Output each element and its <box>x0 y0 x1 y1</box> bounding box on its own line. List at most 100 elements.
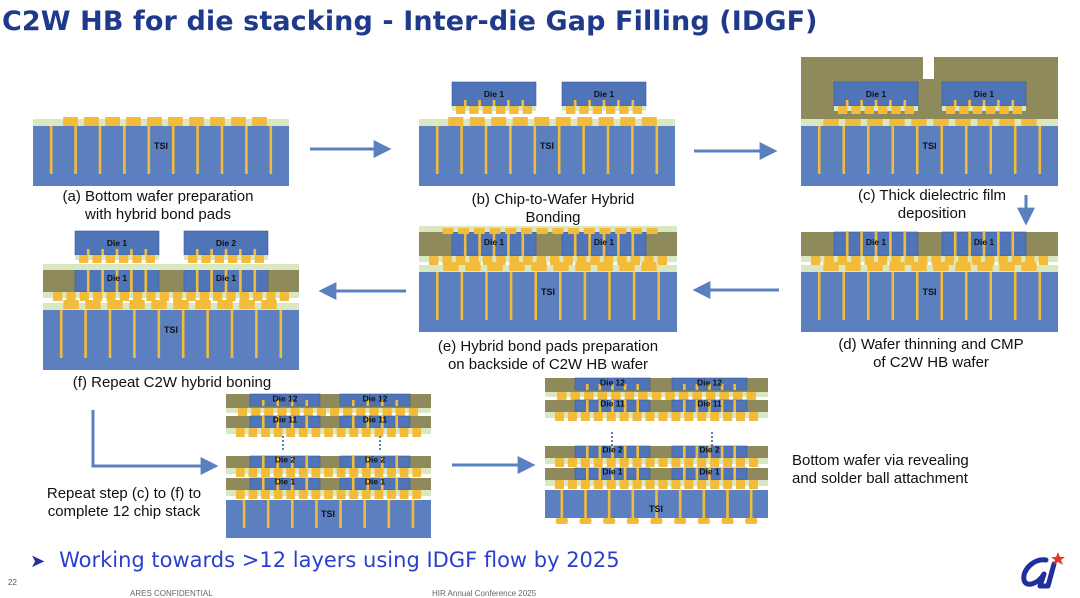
bond-pad <box>387 428 396 437</box>
tsv-via <box>602 232 606 256</box>
bond-pad <box>241 255 251 263</box>
tsv-via <box>86 268 90 292</box>
tsv-via <box>460 126 463 174</box>
tsv-via <box>133 310 136 358</box>
caption-c: (c) Thick dielectric film <box>858 187 1006 204</box>
bond-pad <box>619 262 635 271</box>
solder-ball <box>555 518 568 524</box>
tsi-label: TSI <box>649 504 663 514</box>
bond-pad <box>955 262 971 271</box>
tsv-via <box>98 126 102 174</box>
die-label: Die 1 <box>974 237 995 247</box>
tsv-via <box>611 384 614 390</box>
die-bond-layer <box>452 106 536 111</box>
bond-pad <box>369 408 379 416</box>
logo-icon <box>1021 552 1065 589</box>
tsi-substrate <box>43 310 299 370</box>
tier-bond-layer <box>419 256 677 262</box>
bond-pad <box>619 412 629 421</box>
bond-pad <box>119 292 129 301</box>
tsv-via <box>463 232 467 256</box>
bond-pad <box>261 428 270 437</box>
tsv-via <box>617 100 620 106</box>
bond-pad <box>746 392 756 400</box>
tsv-via <box>351 456 355 468</box>
tsv-via <box>86 249 90 255</box>
bond-pad <box>298 428 308 437</box>
tsv-via <box>380 456 384 468</box>
bond-pad <box>678 392 689 400</box>
tsv-via <box>720 468 724 480</box>
tsv-via <box>598 446 602 458</box>
bond-pad <box>226 292 236 301</box>
tsv-via <box>632 272 636 320</box>
tsv-via <box>245 126 248 174</box>
die-label: Die 2 <box>699 445 720 455</box>
bond-pad <box>736 458 746 467</box>
bond-pad <box>489 228 501 234</box>
bond-pad <box>632 480 642 489</box>
tsv-via <box>982 100 986 106</box>
bond-pad <box>619 106 629 114</box>
tsv-via <box>266 500 270 528</box>
bond-pad <box>443 262 459 271</box>
bond-pad <box>671 458 681 467</box>
bond-pad <box>624 392 635 400</box>
tsv-via <box>291 500 294 528</box>
tsv-via <box>683 446 686 458</box>
bond-pad <box>189 117 204 126</box>
bond-pad <box>491 117 507 126</box>
bond-pad <box>838 106 848 114</box>
bond-pad <box>959 106 969 114</box>
bond-pad <box>877 256 888 265</box>
tsv-via <box>130 268 133 292</box>
bond-pad <box>303 408 313 416</box>
tsv-via <box>657 272 660 320</box>
tsv-via <box>115 268 119 292</box>
die-label: Die 11 <box>697 399 722 409</box>
tsi-substrate <box>801 126 1058 186</box>
footer-conference: HIR Annual Conference 2025 <box>432 589 537 598</box>
tsv-via <box>678 490 682 518</box>
tsv-via <box>733 384 736 390</box>
bond-pad <box>106 292 116 301</box>
tsv-via <box>586 400 589 412</box>
tsv-via <box>276 416 280 428</box>
bond-pad <box>261 468 270 477</box>
bond-pad <box>534 117 550 126</box>
bond-pad <box>199 292 209 301</box>
bond-pad <box>584 392 594 400</box>
tsv-via <box>602 100 606 106</box>
tsv-via <box>598 468 602 480</box>
tsv-via <box>276 478 280 490</box>
bond-pad <box>684 458 694 467</box>
bond-pad <box>597 262 613 271</box>
tier-bond-layer <box>43 292 299 298</box>
tsv-via <box>115 249 119 255</box>
tier-bond-layer <box>226 408 431 413</box>
caption-d: (d) Wafer thinning and CMP <box>838 336 1023 353</box>
tsv-via <box>631 126 634 174</box>
tsv-via <box>521 232 525 256</box>
bond-pad <box>536 228 548 234</box>
tsv-via <box>1013 126 1017 174</box>
die-label: Die 2 <box>602 445 623 455</box>
bond-pad <box>710 458 720 467</box>
bond-pad <box>837 256 848 265</box>
bond-pad <box>710 412 720 421</box>
die-label: Die 1 <box>866 237 887 247</box>
bond-pad <box>665 392 675 400</box>
backside-bond-layer <box>419 226 677 232</box>
bond-pad <box>505 228 517 234</box>
tsv-via <box>733 468 736 480</box>
tsv-via <box>380 478 384 490</box>
tsv-via <box>733 400 736 412</box>
tsi-substrate <box>419 272 677 332</box>
bond-pad <box>408 408 419 416</box>
bond-pad <box>63 117 78 126</box>
die-label: Die 12 <box>362 393 387 403</box>
tsv-via <box>631 232 635 256</box>
tsv-via <box>588 232 591 256</box>
bond-pad <box>946 106 956 114</box>
bond-pad <box>53 292 63 301</box>
